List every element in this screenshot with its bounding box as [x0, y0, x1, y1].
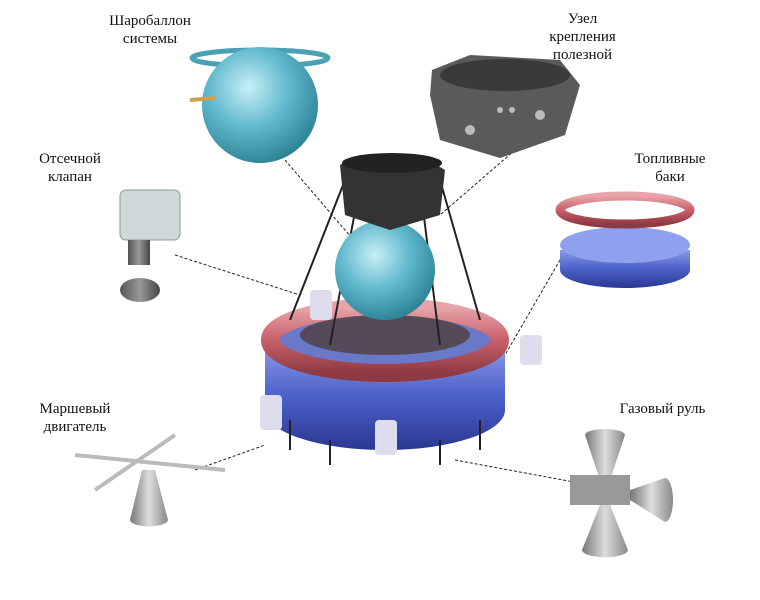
fuel-tanks-image	[555, 191, 695, 288]
payload-mount-image	[430, 55, 580, 158]
label-fuel-tanks: Топливные баки	[634, 151, 706, 185]
label-gas-balloon: Шаробаллон системы	[109, 13, 191, 47]
label-main-engine: Маршевый двигатель	[39, 401, 111, 435]
label-cutoff-valve: Отсечной клапан	[39, 151, 101, 185]
main-engine-image	[74, 433, 226, 527]
gas-balloon-image	[189, 47, 331, 163]
cutoff-valve-image	[119, 189, 181, 302]
label-gas-rudder: Газовый руль	[619, 401, 706, 417]
main-assembly-image	[260, 153, 542, 465]
label-payload-mount: Узел крепления полезной	[549, 11, 616, 63]
gas-rudder-image	[570, 429, 673, 558]
